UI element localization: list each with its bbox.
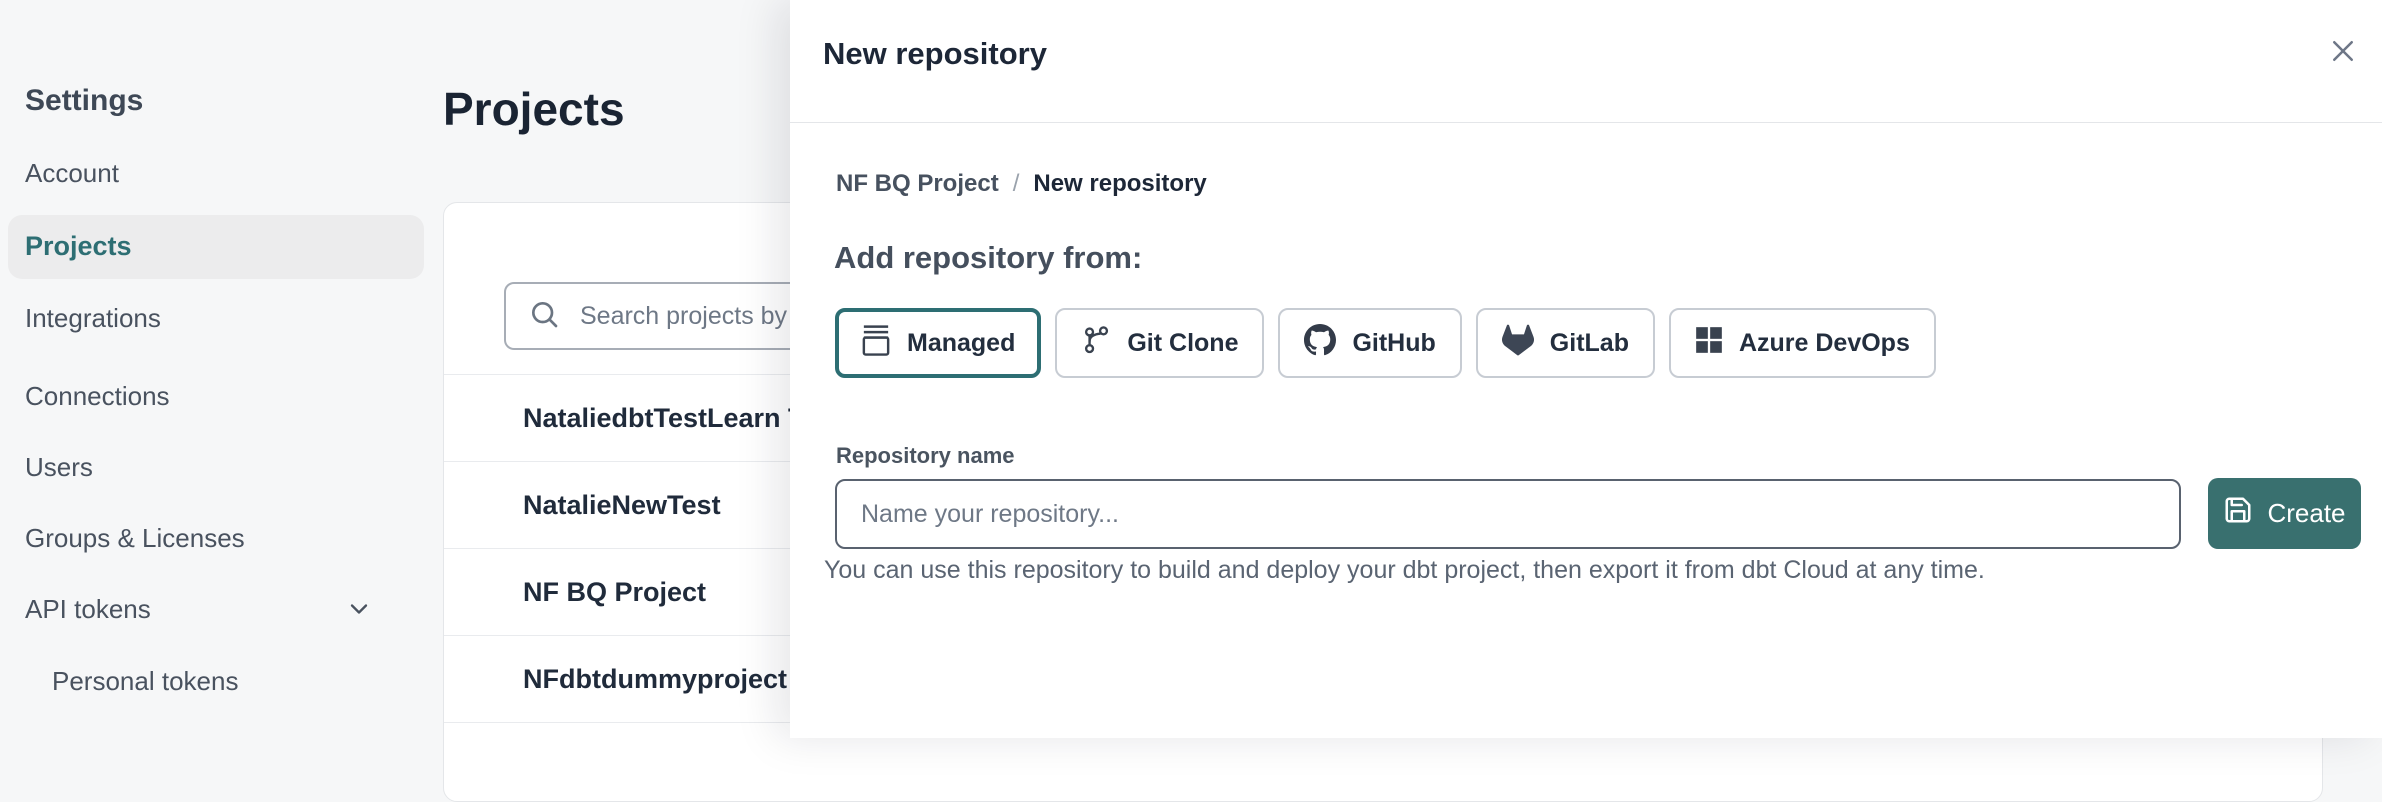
new-repository-modal: New repository NF BQ Project / New repos… [790, 0, 2382, 738]
sidebar-item-api-tokens[interactable]: API tokens [25, 594, 400, 625]
source-option-gitlab-label: GitLab [1549, 328, 1629, 357]
modal-header: New repository [790, 0, 2382, 123]
close-icon[interactable] [2322, 30, 2364, 72]
source-option-azure-devops-label: Azure DevOps [1738, 328, 1910, 357]
git-branch-icon [1081, 325, 1111, 362]
github-icon [1304, 323, 1337, 363]
breadcrumb-current: New repository [1033, 170, 1207, 197]
breadcrumb: NF BQ Project / New repository [836, 170, 1207, 198]
managed-repo-icon [861, 323, 891, 364]
source-option-github[interactable]: GitHub [1278, 308, 1462, 378]
sidebar-item-projects-label: Projects [25, 231, 132, 261]
azure-devops-icon [1695, 326, 1723, 361]
search-icon [528, 298, 560, 335]
source-option-git-clone[interactable]: Git Clone [1055, 308, 1265, 378]
modal-title: New repository [823, 36, 1047, 71]
sidebar-item-connections[interactable]: Connections [25, 381, 170, 411]
source-option-github-label: GitHub [1352, 328, 1436, 357]
create-button[interactable]: Create [2208, 478, 2361, 549]
breadcrumb-project-link[interactable]: NF BQ Project [836, 170, 999, 197]
source-option-managed[interactable]: Managed [835, 308, 1042, 378]
chevron-down-icon [345, 595, 373, 630]
sidebar-title: Settings [25, 84, 144, 117]
sidebar-item-groups-licenses[interactable]: Groups & Licenses [25, 523, 245, 553]
page-title: Projects [443, 83, 625, 135]
settings-sidebar: Settings Account Projects Integrations C… [0, 0, 443, 738]
repo-source-options: Managed Git Clone GitHub [835, 308, 1936, 378]
breadcrumb-separator: / [1012, 170, 1020, 197]
sidebar-item-api-tokens-label: API tokens [25, 594, 151, 624]
add-repository-heading: Add repository from: [834, 240, 1143, 275]
repository-name-input[interactable] [835, 479, 2181, 549]
sidebar-item-integrations[interactable]: Integrations [25, 303, 161, 333]
repository-name-label: Repository name [836, 443, 1015, 468]
gitlab-icon [1501, 324, 1534, 363]
create-button-label: Create [2267, 498, 2346, 528]
source-option-azure-devops[interactable]: Azure DevOps [1668, 308, 1936, 378]
sidebar-item-personal-tokens[interactable]: Personal tokens [52, 666, 239, 696]
source-option-gitlab[interactable]: GitLab [1475, 308, 1655, 378]
repository-note: You can use this repository to build and… [824, 556, 1985, 584]
sidebar-item-account[interactable]: Account [25, 158, 119, 188]
sidebar-item-users[interactable]: Users [25, 452, 93, 482]
save-icon [2223, 495, 2253, 532]
sidebar-item-projects[interactable]: Projects [8, 215, 424, 279]
source-option-git-clone-label: Git Clone [1127, 328, 1239, 357]
source-option-managed-label: Managed [907, 328, 1016, 357]
